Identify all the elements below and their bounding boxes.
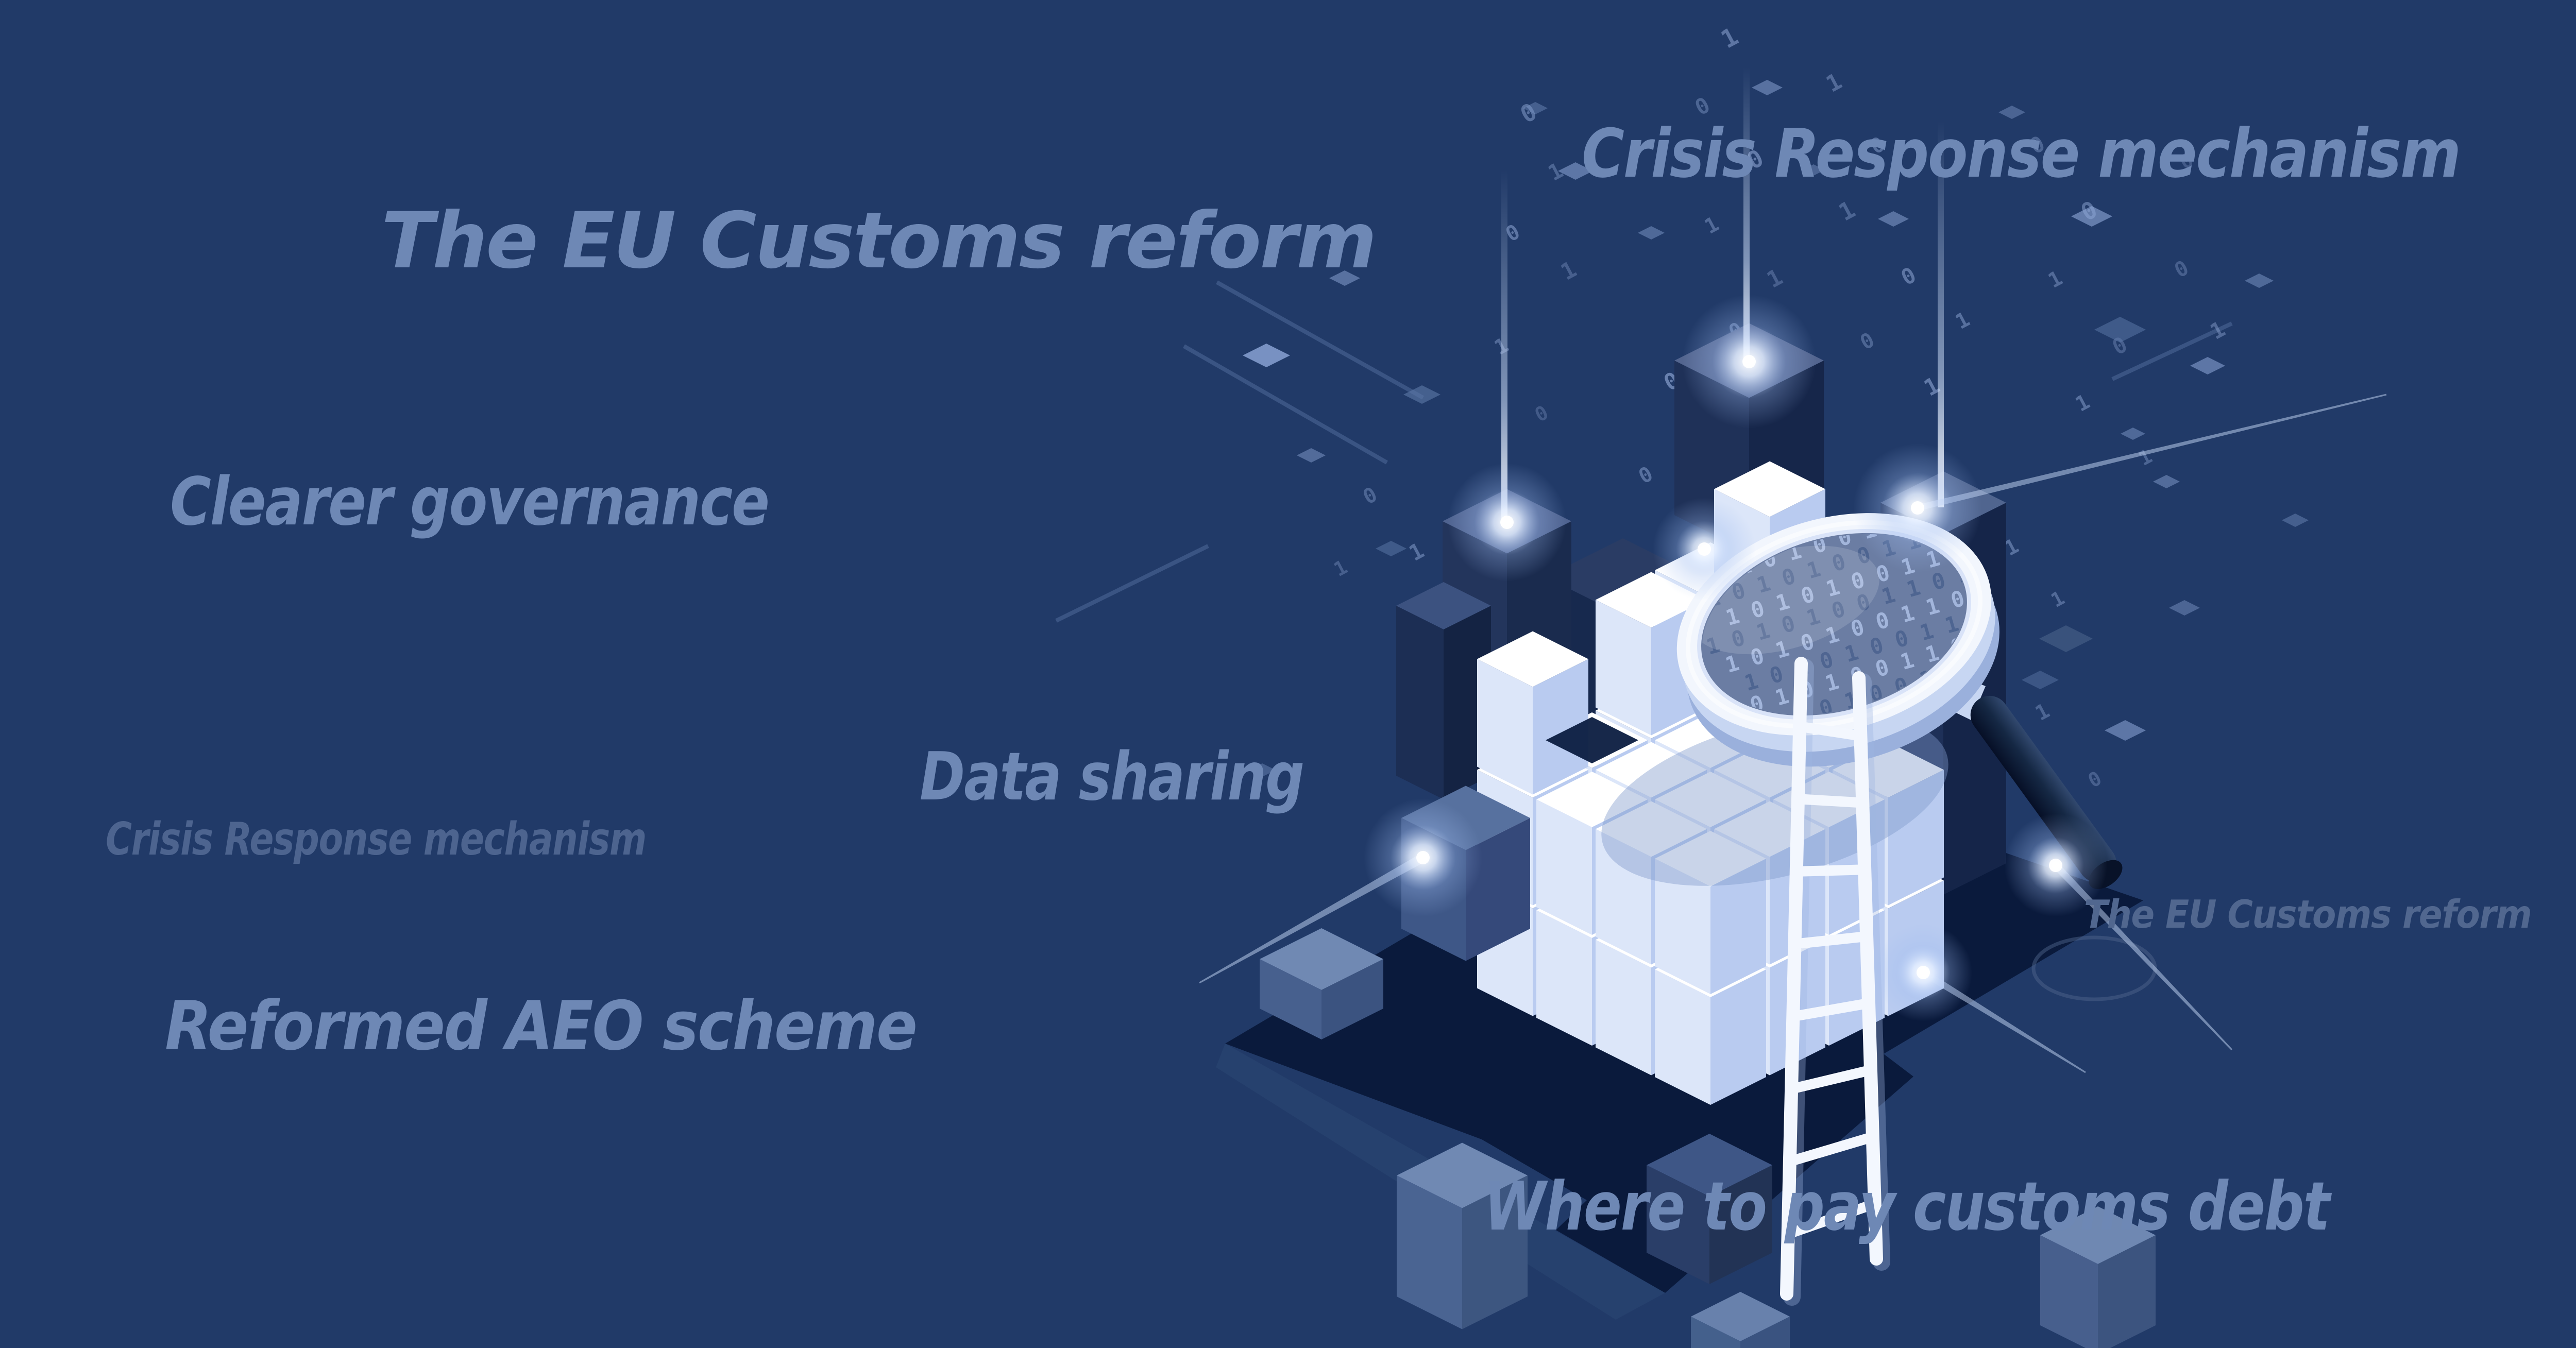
label-eu-customs-small: The EU Customs reform (2084, 891, 2532, 937)
perspective-streak-lines (1055, 280, 2233, 623)
light-beams (1501, 67, 1944, 525)
glow-sparks (1199, 295, 2387, 1073)
label-where-to-pay: Where to pay customs debt (1484, 1167, 2330, 1245)
label-data-sharing: Data sharing (920, 738, 1304, 815)
label-crisis-response-small: Crisis Response mechanism (106, 812, 647, 865)
label-reformed-aeo-scheme: Reformed AEO scheme (165, 986, 918, 1066)
main-title: The EU Customs reform (381, 196, 1377, 286)
label-crisis-response-large: Crisis Response mechanism (1582, 114, 2461, 193)
label-clearer-governance: Clearer governance (170, 463, 770, 540)
ladder-icon (1780, 657, 1890, 1306)
